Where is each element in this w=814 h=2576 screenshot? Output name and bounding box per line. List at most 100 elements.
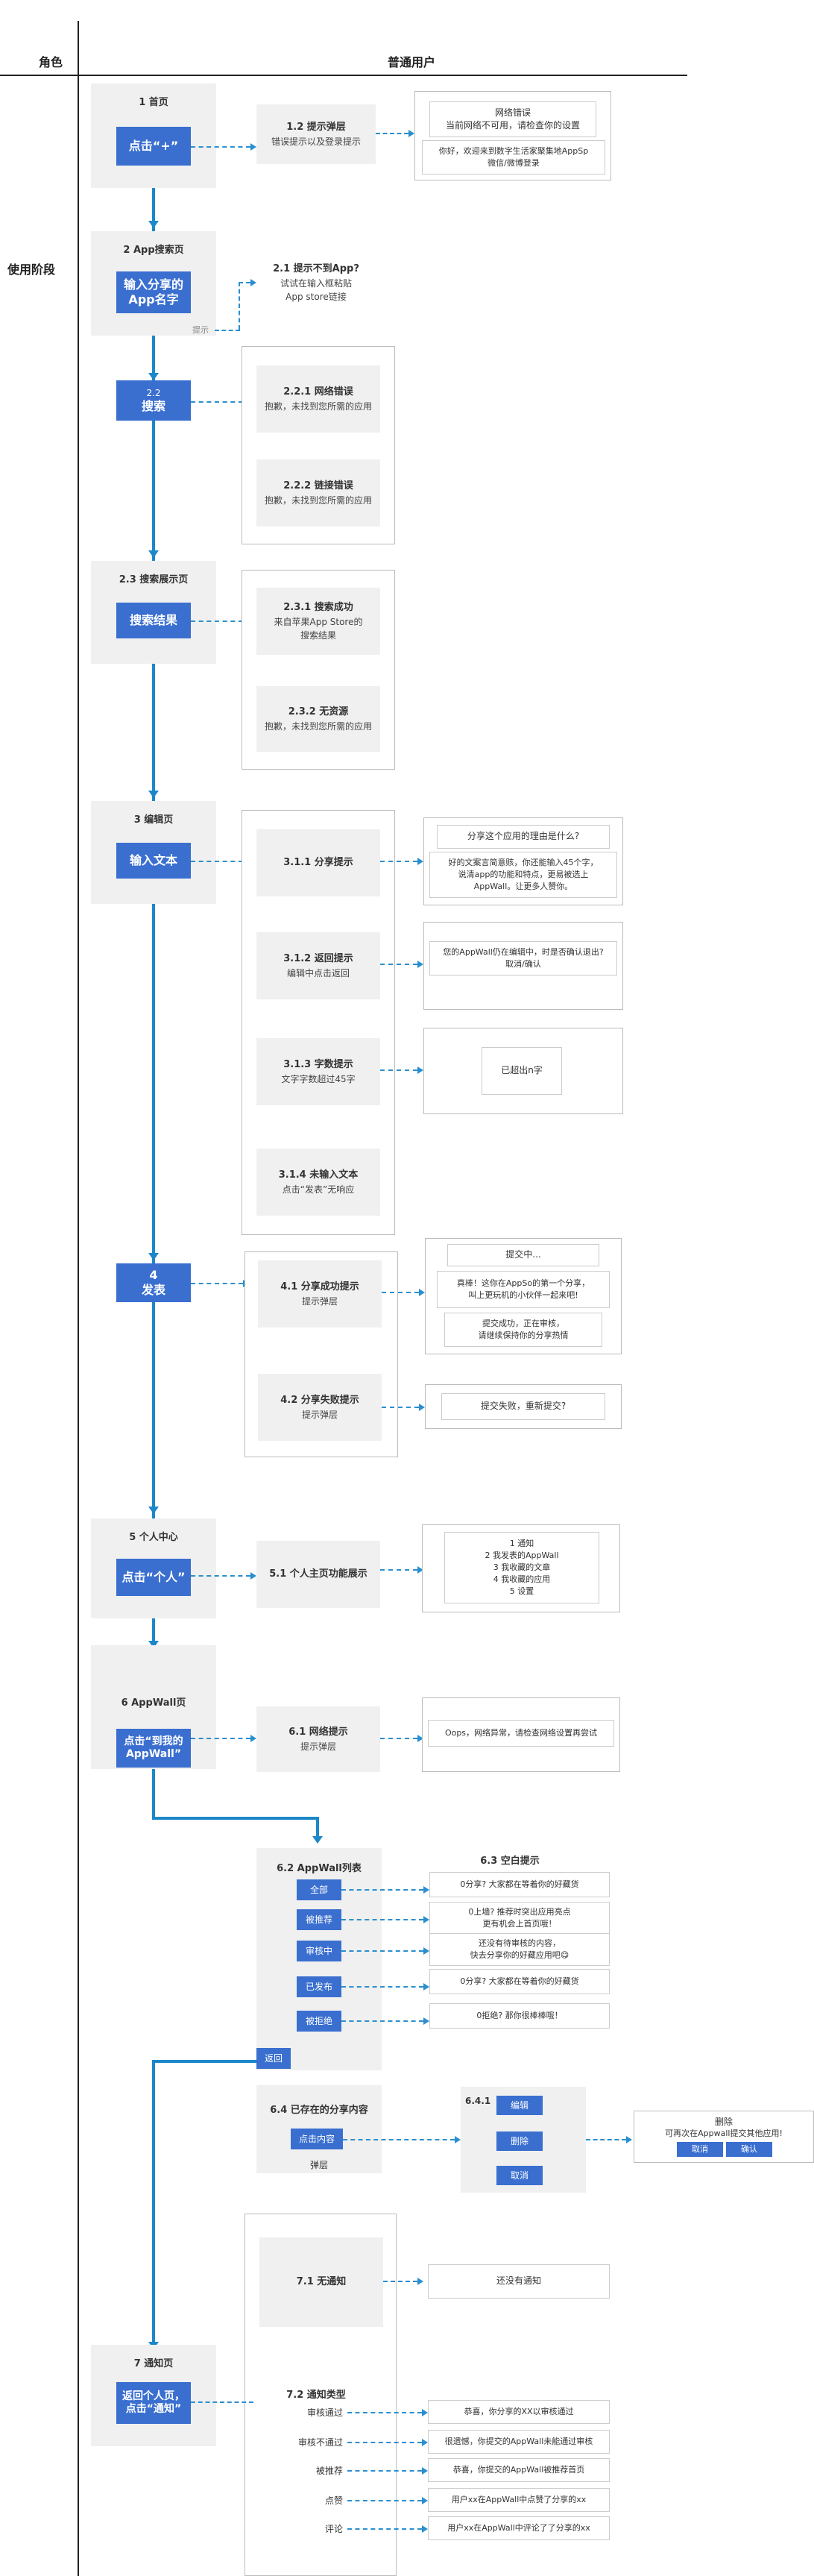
link-arrow <box>417 1566 423 1574</box>
over-limit-box: 已超出n字 <box>482 1047 562 1095</box>
delete-dialog-message: 可再次在Appwall提交其他应用! <box>665 2129 783 2138</box>
card-title: 2 App搜索页 <box>123 245 184 256</box>
link-line <box>347 2442 422 2443</box>
profile-menu-list: 1 通知 2 我发表的AppWall 3 我收藏的文章 4 我收藏的应用 5 设… <box>444 1532 599 1603</box>
notification-message: 用户xx在AppWall中点赞了分享的xx <box>428 2488 610 2512</box>
link-arrow <box>422 2409 428 2416</box>
link-arrow <box>417 1735 423 1742</box>
flow-arrow <box>148 1507 159 1514</box>
link-line <box>191 621 243 622</box>
notification-type-label: 被推荐 <box>315 2466 343 2476</box>
stage-label: 使用阶段 <box>7 263 56 277</box>
link-line <box>382 1292 419 1293</box>
flow-arrow <box>148 1641 159 1648</box>
edit-button[interactable]: 编辑 <box>496 2096 543 2115</box>
notification-types-title: 7.2 通知类型 <box>286 2390 346 2401</box>
link-line <box>341 2020 423 2022</box>
notification-button[interactable]: 返回个人页， 点击“通知” <box>116 2382 191 2424</box>
empty-tip-message: 0分享? 大家都在等着你的好藏货 <box>429 1872 610 1897</box>
card-title: 6.4 已存在的分享内容 <box>270 2105 368 2116</box>
card-title: 7 通知页 <box>133 2358 174 2369</box>
personal-button[interactable]: 点击“个人” <box>116 1559 191 1596</box>
notification-message: 恭喜，你提交的AppWall被推荐首页 <box>428 2458 610 2482</box>
appwall-tab-4[interactable]: 被拒绝 <box>297 2011 341 2032</box>
link-arrow <box>422 2439 428 2446</box>
link-arrow <box>417 858 423 865</box>
link-arrow <box>423 1916 429 1923</box>
notification-message: 很遗憾，你提交的AppWall未能通过审核 <box>428 2430 610 2454</box>
role-header: 角色 <box>39 55 63 69</box>
submitted-review-box: 提交成功，正在审核， 请继续保持你的分享热情 <box>444 1313 602 1347</box>
card-title: 6.2 AppWall列表 <box>277 1863 362 1874</box>
link-line <box>191 1738 250 1739</box>
search-button-label: 搜索 <box>141 398 165 413</box>
network-error-box: 网络错误 当前网络不可用，请检查你的设置 <box>429 101 596 137</box>
link-line <box>191 1575 250 1577</box>
word-count-item: 3.1.3 字数提示文字字数超过45字 <box>256 1038 380 1105</box>
column-divider <box>78 21 79 2576</box>
plus-button[interactable]: 点击“+” <box>116 127 191 166</box>
item-title: 3.1.2 返回提示 <box>283 953 353 965</box>
item-title: 4.2 分享失败提示 <box>280 1395 359 1407</box>
link-line <box>341 1919 423 1920</box>
delete-button[interactable]: 删除 <box>496 2132 543 2151</box>
notification-type-label: 审核不通过 <box>297 2437 343 2448</box>
no-app-tip-title: 2.1 提示不到App? <box>273 263 359 275</box>
item-desc: 提示弹层 <box>300 1741 336 1752</box>
submitting-box: 提交中... <box>447 1244 599 1266</box>
link-line <box>347 2470 422 2472</box>
link-line <box>376 133 408 134</box>
no-resource-item: 2.3.2 无资源抱歉，未找到您所需的应用 <box>256 686 380 752</box>
network-abnormal-box: Oops，网络异常，请检查网络设置再尝试 <box>428 1720 614 1747</box>
user-header: 普通用户 <box>388 55 436 69</box>
input-app-name-button[interactable]: 输入分享的 App名字 <box>116 271 191 313</box>
link-line <box>383 2281 417 2282</box>
cancel-button[interactable]: 取消 <box>496 2166 543 2185</box>
appwall-tab-0[interactable]: 全部 <box>297 1879 341 1900</box>
notification-message: 恭喜，你分享的XX以审核通过 <box>428 2400 610 2424</box>
flow-branch-line <box>152 1817 318 1820</box>
link-arrow <box>423 1983 429 1991</box>
return-line <box>152 2060 155 2349</box>
item-title: 2.2.1 网络错误 <box>283 386 353 398</box>
dialog-cancel-button[interactable]: 取消 <box>677 2142 723 2157</box>
no-text-item: 3.1.4 未输入文本点击“发表”无响应 <box>256 1149 380 1216</box>
delete-dialog <box>634 2111 814 2163</box>
link-line <box>380 861 417 862</box>
link-line <box>380 1069 417 1071</box>
search-step-number: 2.2 <box>146 387 161 398</box>
item-title: 2.3.2 无资源 <box>288 706 349 718</box>
share-fail-item: 4.2 分享失败提示提示弹层 <box>258 1374 382 1441</box>
link-arrow <box>250 1735 256 1742</box>
appwall-tab-2[interactable]: 审核中 <box>297 1941 341 1961</box>
main-flow-line <box>152 167 155 1805</box>
appwall-tab-3[interactable]: 已发布 <box>297 1976 341 1997</box>
item-title: 3.1.1 分享提示 <box>283 857 353 869</box>
no-app-tip-desc: 试试在输入框粘贴 App store链接 <box>280 277 352 302</box>
click-content-button[interactable]: 点击内容 <box>291 2129 343 2149</box>
link-line <box>191 861 243 862</box>
appwall-tab-1[interactable]: 被推荐 <box>297 1909 341 1930</box>
notification-message: 用户xx在AppWall中评论了了分享的xx <box>428 2516 610 2540</box>
share-reason-box: 分享这个应用的理由是什么? <box>437 825 610 849</box>
my-appwall-button[interactable]: 点击“到我的 AppWall” <box>116 1729 191 1768</box>
item-desc: 点击“发表”无响应 <box>282 1184 355 1195</box>
item-desc: 抱歉，未找到您所需的应用 <box>264 720 372 732</box>
publish-button-label: 发表 <box>141 1283 165 1297</box>
link-arrow <box>250 279 256 286</box>
return-line <box>152 2060 256 2063</box>
link-line <box>380 1569 417 1571</box>
input-text-button[interactable]: 输入文本 <box>116 843 191 879</box>
flow-branch-line <box>152 1772 155 1820</box>
dialog-confirm-button[interactable]: 确认 <box>726 2142 772 2157</box>
link-arrow <box>423 1947 429 1955</box>
back-button[interactable]: 返回 <box>256 2048 291 2069</box>
search-success-item: 2.3.1 搜索成功来自苹果App Store的 搜索结果 <box>256 588 380 655</box>
link-arrow <box>417 1066 423 1074</box>
link-arrow <box>422 2525 428 2533</box>
search-results-button[interactable]: 搜索结果 <box>116 603 191 638</box>
link-line <box>347 2412 422 2413</box>
flow-arrow <box>148 550 159 558</box>
